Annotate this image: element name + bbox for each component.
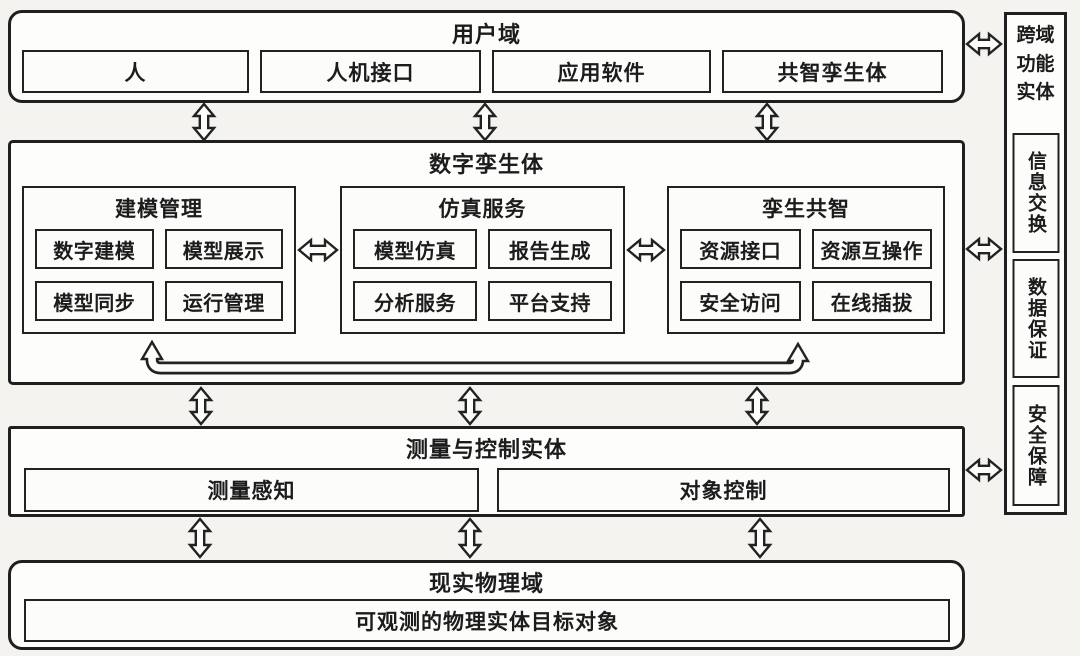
twin-co-intelligence-title: 孪生共智 [762,198,850,221]
physical-domain-title: 现实物理域 [428,571,544,596]
item-resource-interface: 资源接口 [680,229,801,269]
arrow-measure-physical-right [747,517,773,559]
user-domain-title: 用户域 [451,22,521,47]
user-domain-item-hmi: 人机接口 [260,50,481,93]
item-model-display: 模型展示 [164,229,283,269]
arrow-user-crossdomain [965,31,1003,57]
user-domain-item-co-intelligent-twin: 共智孪生体 [722,50,943,93]
item-model-simulation: 模型仿真 [353,229,477,269]
item-information-exchange: 信息交换 [1012,133,1059,253]
cross-domain-title: 跨域功能实体 [1016,25,1055,103]
simulation-service-group: 仿真服务 模型仿真 报告生成 分析服务 平台支持 [340,186,625,334]
arrow-measure-physical-mid [457,517,483,559]
measurement-control-title: 测量与控制实体 [405,437,567,462]
item-measurement-perception: 测量感知 [24,468,479,512]
item-analysis-service: 分析服务 [353,281,477,321]
user-domain-item-human: 人 [22,50,249,93]
user-domain-item-app-software: 应用软件 [492,50,711,93]
modeling-management-grid: 数字建模 模型展示 模型同步 运行管理 [35,229,283,321]
arrow-digital-measure-right [744,386,770,426]
arrow-user-digital-right [754,102,780,142]
item-platform-support: 平台支持 [488,281,612,321]
user-domain-box: 用户域 人 人机接口 应用软件 共智孪生体 [8,10,965,103]
physical-domain-box: 现实物理域 可观测的物理实体目标对象 [8,560,965,650]
item-data-assurance: 数据保证 [1012,259,1059,378]
arrow-user-digital-left [191,102,217,142]
twin-co-intelligence-grid: 资源接口 资源互操作 安全访问 在线插拔 [680,229,932,321]
arrow-digital-measure-mid [457,386,483,426]
item-model-sync: 模型同步 [35,281,154,321]
item-observable-physical-entity: 可观测的物理实体目标对象 [24,599,950,642]
item-operation-management: 运行管理 [164,281,283,321]
simulation-service-title: 仿真服务 [438,198,527,221]
simulation-service-grid: 模型仿真 报告生成 分析服务 平台支持 [353,229,612,321]
item-resource-interoperation: 资源互操作 [811,229,932,269]
item-object-control: 对象控制 [497,468,950,512]
arrow-digital-measure-left [188,386,214,426]
arrow-digital-crossdomain [965,236,1003,262]
cross-domain-column: 跨域功能实体 信息交换 数据保证 安全保障 [1004,12,1067,515]
item-online-plug: 在线插拔 [811,281,932,321]
arrow-user-digital-mid [472,102,498,142]
modeling-management-group: 建模管理 数字建模 模型展示 模型同步 运行管理 [22,186,296,334]
item-digital-modeling: 数字建模 [35,229,154,269]
twin-co-intelligence-group: 孪生共智 资源接口 资源互操作 安全访问 在线插拔 [667,186,945,334]
arrow-measure-crossdomain [965,457,1003,483]
arrow-measure-physical-left [187,517,213,559]
measurement-control-box: 测量与控制实体 测量感知 对象控制 [8,426,965,517]
item-secure-access: 安全访问 [680,281,801,321]
modeling-management-title: 建模管理 [115,198,203,221]
item-report-generation: 报告生成 [488,229,612,269]
digital-twin-title: 数字孪生体 [428,152,544,177]
item-security-assurance: 安全保障 [1012,385,1059,506]
